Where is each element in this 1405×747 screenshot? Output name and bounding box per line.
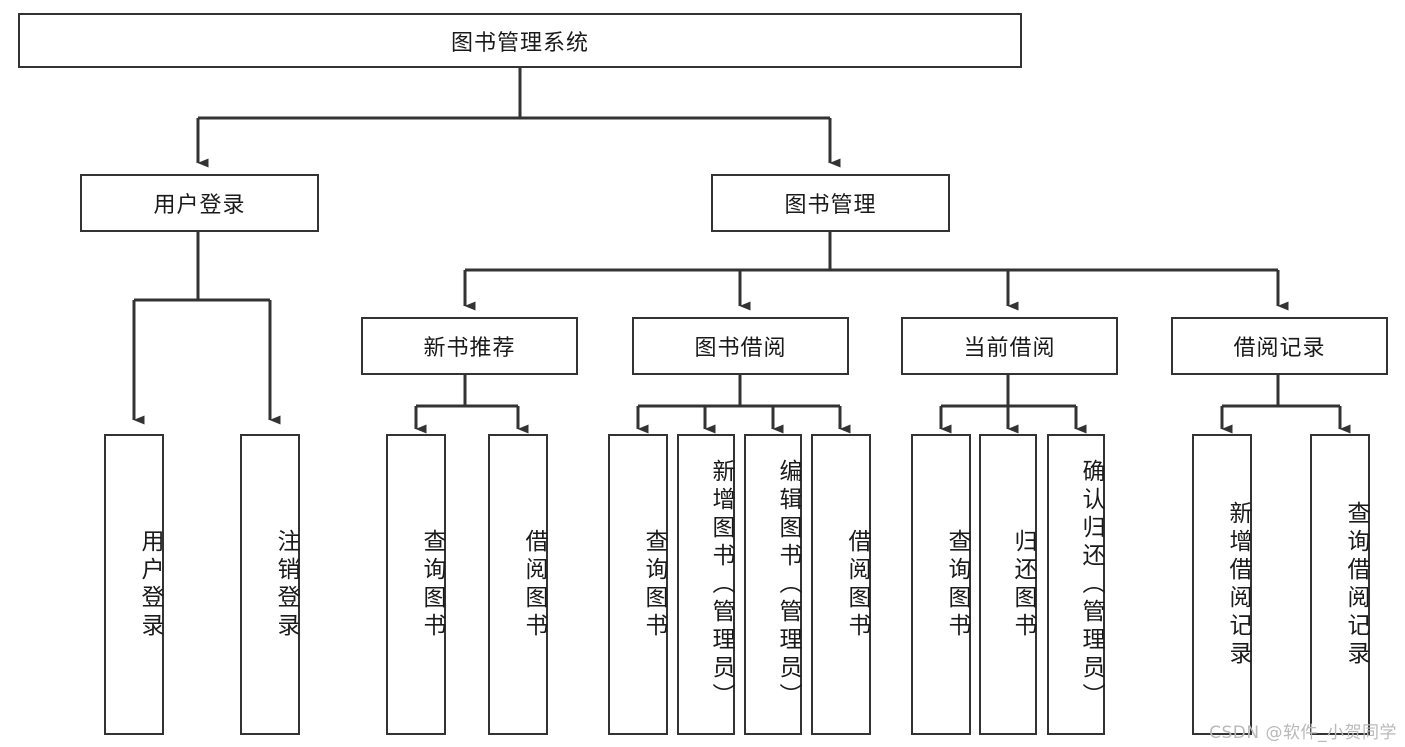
node-label: 查询借阅记录 <box>1343 500 1369 669</box>
leaf-logout-login[interactable]: 注销登录 <box>240 434 300 735</box>
leaf-add-book-admin[interactable]: 新增图书（管理员） <box>677 434 735 735</box>
node-label: 当前借阅 <box>963 336 1056 361</box>
node-label: 归还图书 <box>1010 528 1036 641</box>
node-label: 编辑图书（管理员） <box>775 458 801 711</box>
node-label: 借阅图书 <box>844 528 870 641</box>
node-label: 新书推荐 <box>423 336 516 361</box>
leaf-query-book-recommend[interactable]: 查询图书 <box>386 434 446 735</box>
node-new-book-recommend[interactable]: 新书推荐 <box>361 317 578 375</box>
node-root-system[interactable]: 图书管理系统 <box>18 13 1022 68</box>
leaf-query-borrow-record[interactable]: 查询借阅记录 <box>1310 434 1370 735</box>
node-label: 图书借阅 <box>694 336 787 361</box>
leaf-query-book-current[interactable]: 查询图书 <box>911 434 971 735</box>
leaf-edit-book-admin[interactable]: 编辑图书（管理员） <box>744 434 802 735</box>
node-label: 用户登录 <box>153 193 246 218</box>
node-label: 查询图书 <box>419 528 445 641</box>
node-label: 确认归还（管理员） <box>1078 458 1104 711</box>
node-label: 图书管理系统 <box>450 30 589 56</box>
node-label: 新增借阅记录 <box>1225 500 1251 669</box>
node-label: 新增图书（管理员） <box>708 458 734 711</box>
node-label: 借阅记录 <box>1233 336 1326 361</box>
leaf-query-book-borrow[interactable]: 查询图书 <box>608 434 668 735</box>
node-borrow-record[interactable]: 借阅记录 <box>1171 317 1388 375</box>
node-label: 查询图书 <box>944 528 970 641</box>
leaf-confirm-return-admin[interactable]: 确认归还（管理员） <box>1047 434 1105 735</box>
node-user-login[interactable]: 用户登录 <box>80 174 319 232</box>
leaf-user-login[interactable]: 用户登录 <box>104 434 164 735</box>
node-label: 图书管理 <box>784 193 877 218</box>
node-label: 用户登录 <box>137 528 163 641</box>
node-label: 借阅图书 <box>521 528 547 641</box>
node-book-borrow[interactable]: 图书借阅 <box>632 317 849 375</box>
node-label: 注销登录 <box>273 528 299 641</box>
leaf-borrow-book[interactable]: 借阅图书 <box>811 434 871 735</box>
leaf-add-borrow-record[interactable]: 新增借阅记录 <box>1192 434 1252 735</box>
node-current-borrow[interactable]: 当前借阅 <box>901 317 1118 375</box>
leaf-borrow-book-recommend[interactable]: 借阅图书 <box>488 434 548 735</box>
node-book-management[interactable]: 图书管理 <box>711 174 950 232</box>
node-label: 查询图书 <box>641 528 667 641</box>
watermark-text: CSDN @软件_小贺同学 <box>1209 723 1397 743</box>
leaf-return-book[interactable]: 归还图书 <box>979 434 1037 735</box>
